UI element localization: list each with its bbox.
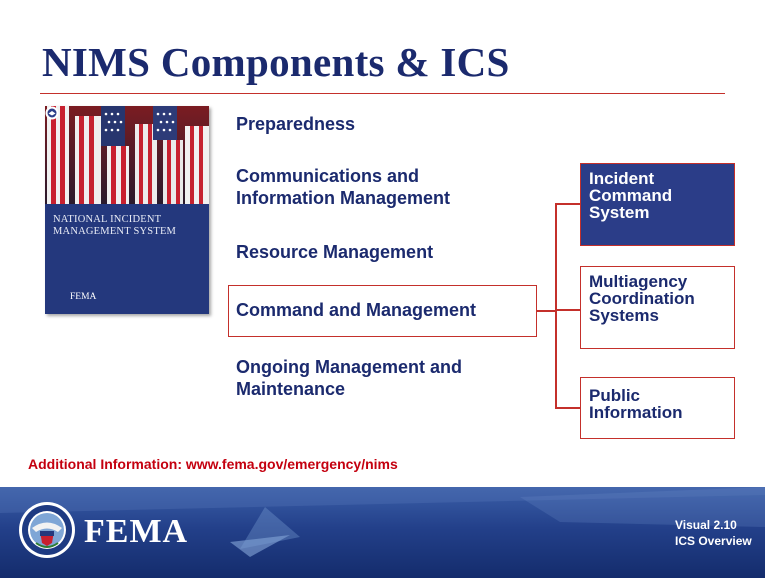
connector-horizontal bbox=[537, 310, 557, 312]
component-command-management: Command and Management bbox=[236, 300, 477, 320]
slide-title: NIMS Components & ICS bbox=[42, 39, 510, 85]
title-underline bbox=[40, 93, 725, 94]
component-ongoing-management: Ongoing Management and Maintenance bbox=[236, 357, 463, 399]
connector-vertical bbox=[555, 203, 557, 409]
ics-line: Coordination bbox=[589, 289, 695, 308]
flags-photo bbox=[45, 106, 209, 314]
ics-line: Multiagency bbox=[589, 272, 688, 291]
course-name: ICS Overview bbox=[675, 534, 752, 548]
highlighted-component-box bbox=[228, 285, 537, 337]
component-resource-management: Resource Management bbox=[236, 242, 434, 262]
component-preparedness: Preparedness bbox=[236, 114, 356, 134]
footer-background bbox=[0, 487, 765, 557]
fema-seal-icon bbox=[45, 106, 59, 120]
footer-agency-name: FEMA bbox=[84, 513, 189, 550]
cover-title: National Incident Management System bbox=[53, 214, 177, 237]
footer-banner: FEMA Visual 2.10 ICS Overview bbox=[0, 487, 765, 578]
connector-public-info bbox=[555, 407, 580, 409]
component-communications: Communications and Information Managemen… bbox=[236, 166, 451, 208]
dhs-seal-icon bbox=[19, 502, 75, 558]
connector-macs bbox=[555, 309, 580, 311]
ics-line: Systems bbox=[589, 306, 659, 325]
ics-line: Public bbox=[589, 386, 641, 405]
cover-logo-text: FEMA bbox=[70, 292, 97, 302]
ics-box-incident-command-system: Incident Command System bbox=[580, 163, 735, 246]
connector-ics bbox=[555, 203, 580, 205]
nims-document-cover: National Incident Management System FEMA bbox=[45, 106, 209, 314]
additional-information-link[interactable]: Additional Information: www.fema.gov/eme… bbox=[28, 456, 398, 472]
visual-number: Visual 2.10 bbox=[675, 518, 737, 532]
ics-line: Command bbox=[589, 186, 673, 205]
ics-box-public-information: Public Information bbox=[580, 377, 735, 439]
ics-box-multiagency-coordination: Multiagency Coordination Systems bbox=[580, 266, 735, 349]
ics-line: Incident bbox=[589, 169, 655, 188]
footer-visual-info: Visual 2.10 ICS Overview bbox=[645, 517, 765, 549]
ics-line: System bbox=[589, 203, 650, 222]
ics-line: Information bbox=[589, 403, 683, 422]
